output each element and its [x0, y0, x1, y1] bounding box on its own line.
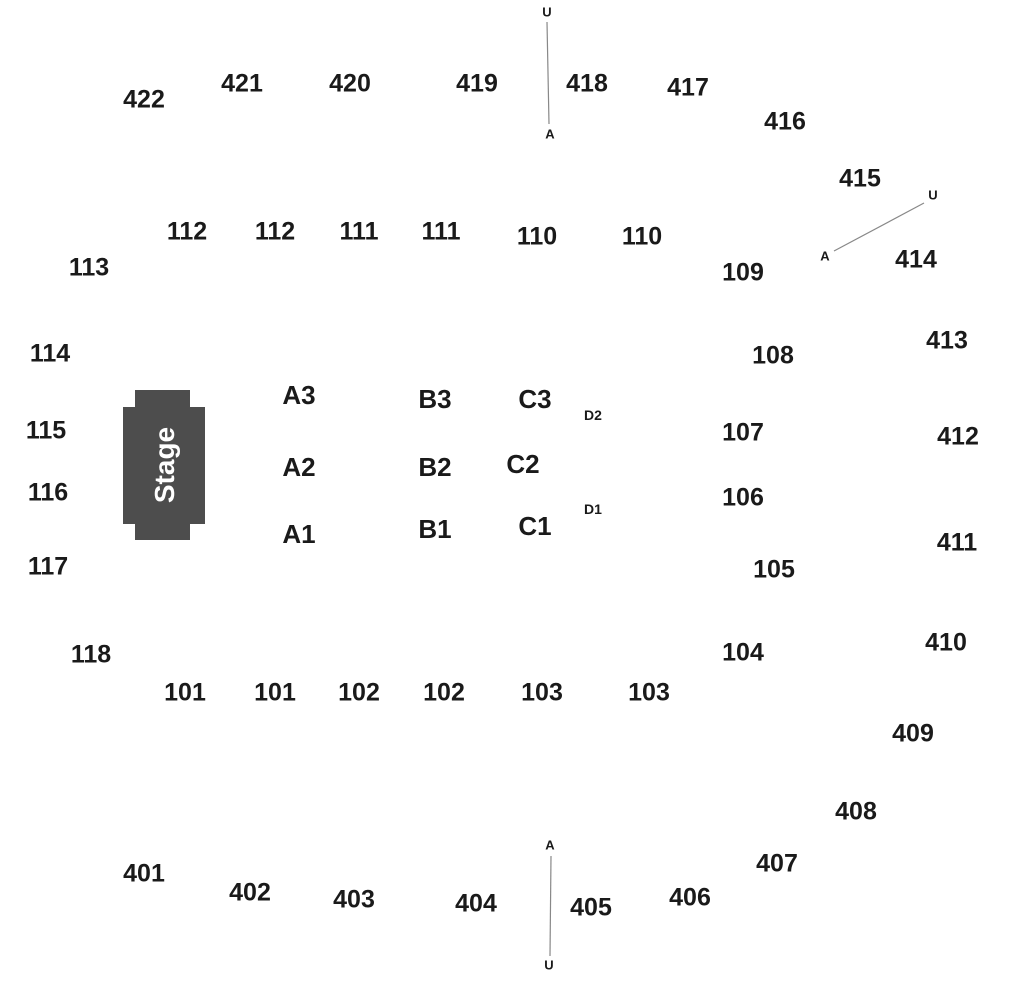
marker-bottom-a: A	[545, 837, 555, 853]
section-106[interactable]: 106	[722, 483, 764, 512]
section-111[interactable]: 111	[421, 217, 461, 246]
section-406[interactable]: 406	[669, 883, 711, 912]
stage-label: Stage	[149, 426, 180, 504]
section-103[interactable]: 103	[628, 678, 670, 707]
marker-top-u: U	[542, 4, 552, 20]
section-419[interactable]: 419	[456, 69, 498, 98]
section-117[interactable]: 117	[27, 552, 69, 581]
section-110[interactable]: 110	[621, 222, 663, 251]
section-407[interactable]: 407	[756, 849, 798, 878]
floor-section-b3[interactable]: B3	[418, 384, 452, 414]
floor-section-c1[interactable]: C1	[518, 511, 552, 541]
stage-shape[interactable]	[123, 390, 205, 540]
section-112[interactable]: 112	[254, 217, 296, 246]
section-413[interactable]: 413	[926, 326, 968, 355]
section-115[interactable]: 115	[25, 416, 67, 445]
section-410[interactable]: 410	[925, 628, 967, 657]
floor-section-b2[interactable]: B2	[418, 452, 452, 482]
marker-right-a: A	[820, 248, 830, 264]
section-415[interactable]: 415	[839, 164, 881, 193]
section-102[interactable]: 102	[423, 678, 465, 707]
section-101[interactable]: 101	[254, 678, 296, 707]
section-402[interactable]: 402	[229, 878, 271, 907]
section-101[interactable]: 101	[164, 678, 206, 707]
section-411[interactable]: 411	[936, 528, 978, 557]
section-409[interactable]: 409	[892, 719, 934, 748]
section-113[interactable]: 113	[68, 253, 110, 282]
section-422[interactable]: 422	[123, 85, 165, 114]
section-405[interactable]: 405	[570, 893, 612, 922]
section-107[interactable]: 107	[722, 418, 764, 447]
section-110[interactable]: 110	[516, 222, 558, 251]
section-112[interactable]: 112	[166, 217, 208, 246]
aisle-line-right	[833, 202, 925, 252]
section-109[interactable]: 109	[722, 258, 764, 287]
marker-right-u: U	[928, 187, 938, 203]
floor-section-c2[interactable]: C2	[506, 449, 540, 479]
floor-section-c3[interactable]: C3	[518, 384, 552, 414]
section-102[interactable]: 102	[338, 678, 380, 707]
section-416[interactable]: 416	[764, 107, 806, 136]
section-417[interactable]: 417	[667, 73, 709, 102]
aisle-line-top	[546, 21, 550, 125]
section-118[interactable]: 118	[70, 640, 112, 669]
section-114[interactable]: 114	[29, 339, 71, 368]
section-412[interactable]: 412	[937, 422, 979, 451]
marker-top-a: A	[545, 126, 555, 142]
section-403[interactable]: 403	[333, 885, 375, 914]
floor-section-a3[interactable]: A3	[282, 380, 316, 410]
section-420[interactable]: 420	[329, 69, 371, 98]
marker-bottom-u: U	[544, 957, 554, 973]
section-418[interactable]: 418	[566, 69, 608, 98]
section-421[interactable]: 421	[221, 69, 263, 98]
floor-section-b1[interactable]: B1	[418, 514, 452, 544]
aisle-line-bottom	[549, 855, 552, 957]
section-408[interactable]: 408	[835, 797, 877, 826]
section-401[interactable]: 401	[123, 859, 165, 888]
floor-section-a1[interactable]: A1	[282, 519, 316, 549]
floor-section-a2[interactable]: A2	[282, 452, 316, 482]
section-404[interactable]: 404	[455, 889, 497, 918]
section-116[interactable]: 116	[27, 478, 69, 507]
section-105[interactable]: 105	[753, 555, 795, 584]
section-103[interactable]: 103	[521, 678, 563, 707]
section-414[interactable]: 414	[895, 245, 937, 274]
section-108[interactable]: 108	[752, 341, 794, 370]
floor-section-d1[interactable]: D1	[584, 501, 602, 517]
floor-section-d2[interactable]: D2	[584, 407, 602, 423]
section-111[interactable]: 111	[339, 217, 379, 246]
section-104[interactable]: 104	[722, 638, 764, 667]
